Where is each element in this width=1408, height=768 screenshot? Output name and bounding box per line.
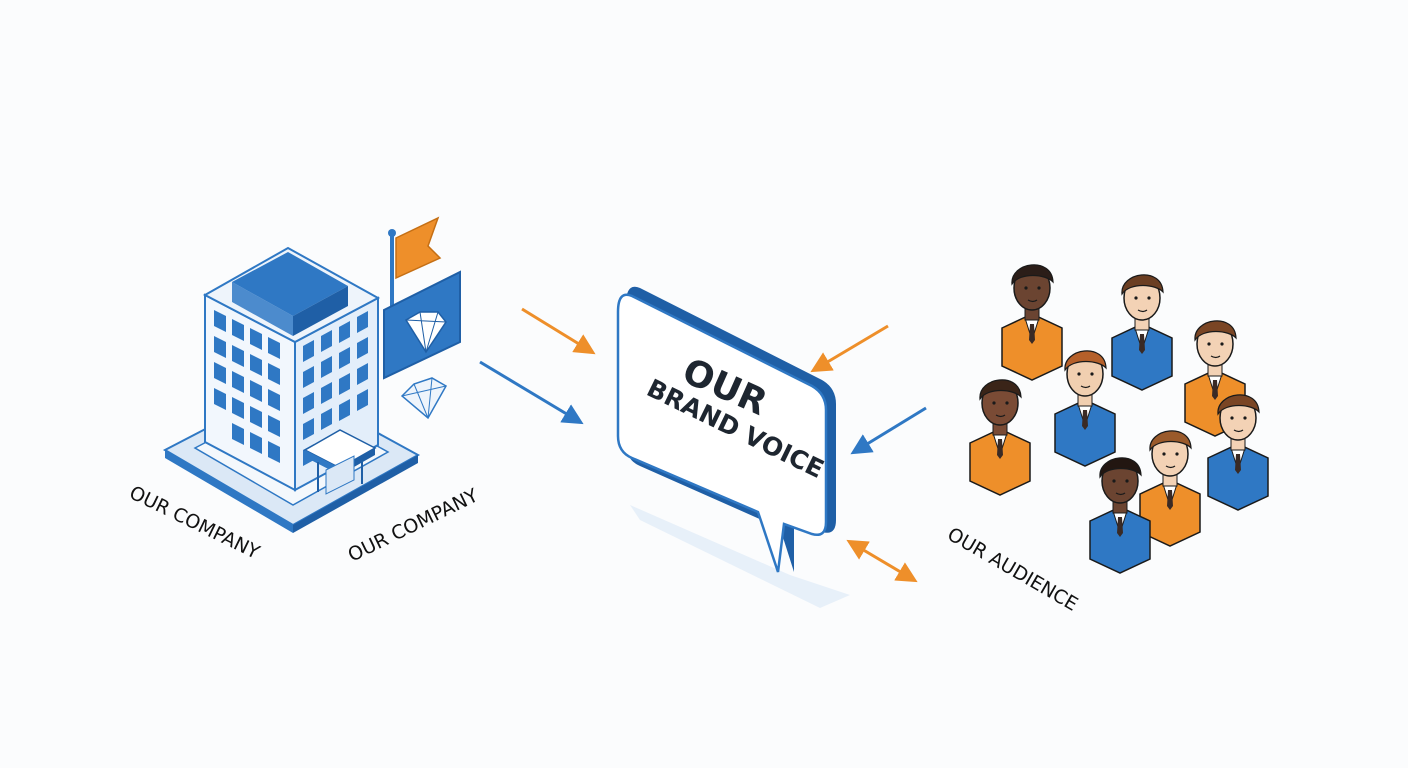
audience-label: OUR AUDIENCE [944,523,1082,615]
diamond-icon-small [400,377,448,420]
person-icon [1001,264,1063,381]
person-icon [1111,274,1173,391]
person-icon [1054,350,1116,467]
company-label-right: OUR COMPANY [345,484,482,566]
building-windows-left [214,310,280,463]
person-icon [969,379,1031,496]
building-icon [162,246,421,533]
diamond-icon [383,270,461,380]
arrow-audience-blue [850,406,927,455]
arrow-audience-orange [810,324,889,373]
audience-group [969,264,1269,574]
building-windows-right [303,311,368,466]
brand-voice-bubble: OUR BRAND VOICE [616,286,850,608]
arrow-two-way [846,539,918,583]
arrow-company-orange [521,307,596,355]
flag-icon [388,216,442,310]
arrow-company-blue [479,360,584,425]
